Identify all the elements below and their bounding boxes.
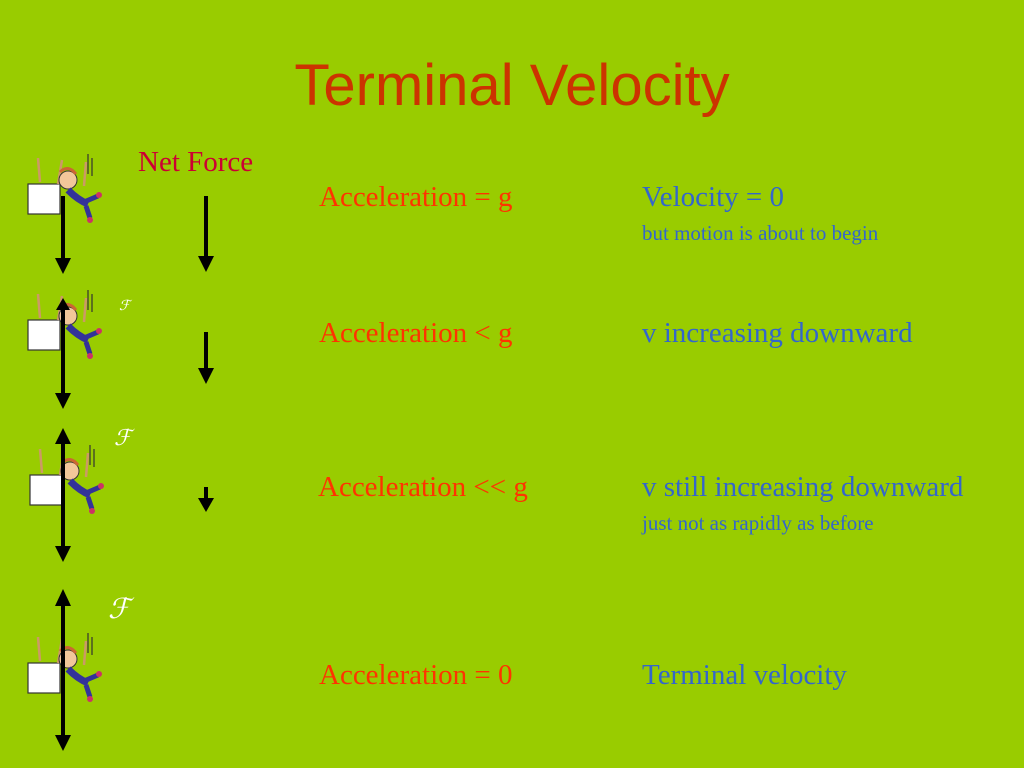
air-resistance-arrow-3 <box>55 428 71 485</box>
net-force-arrow-1 <box>198 196 214 272</box>
slide-title: Terminal Velocity <box>294 53 730 118</box>
air-resistance-label-2: ℱ <box>119 299 131 314</box>
velocity-note-1: but motion is about to begin <box>642 221 879 245</box>
air-resistance-arrow-2 <box>56 298 70 330</box>
air-resistance-label-4: ℱ <box>108 594 131 625</box>
air-resistance-label-3: ℱ <box>114 425 132 450</box>
air-resistance-arrow-4 <box>55 589 71 670</box>
weight-arrow-2 <box>55 330 71 409</box>
net-force-heading: Net Force <box>138 146 254 178</box>
weight-arrow-1 <box>55 196 71 274</box>
skydiver-figure-3 <box>30 445 104 514</box>
weight-arrow-4 <box>55 670 71 751</box>
velocity-note-3: just not as rapidly as before <box>642 511 874 535</box>
weight-arrow-3 <box>55 485 71 562</box>
velocity-label-2: v increasing downward <box>642 317 913 349</box>
acceleration-label-4: Acceleration = 0 <box>319 659 513 691</box>
acceleration-label-3: Acceleration << g <box>318 471 528 503</box>
velocity-label-3: v still increasing downward <box>642 471 964 503</box>
acceleration-label-2: Acceleration < g <box>319 317 513 349</box>
net-force-arrow-2 <box>198 332 214 384</box>
acceleration-label-1: Acceleration = g <box>319 181 513 213</box>
velocity-label-4: Terminal velocity <box>642 659 847 691</box>
net-force-arrow-3 <box>198 487 214 512</box>
velocity-label-1: Velocity = 0 <box>642 181 784 213</box>
